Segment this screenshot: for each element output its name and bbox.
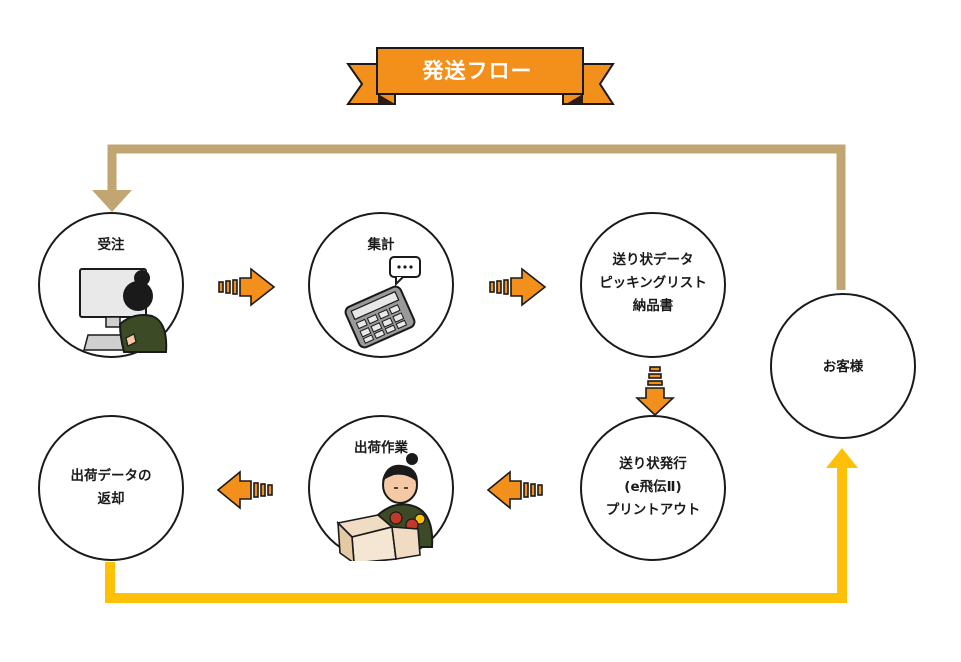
node-shipping-label: 出荷作業 [354, 440, 408, 456]
node-docs-line-3: 納品書 [632, 298, 674, 314]
loop-arrowhead-down [92, 190, 132, 212]
node-return-data-label: 出荷データの 返却 [40, 465, 182, 511]
node-label-issue-line-3: プリントアウト [605, 502, 701, 518]
node-customer: お客様 [770, 293, 916, 439]
person-at-computer-icon [79, 268, 168, 353]
node-label-issue-line-1: 送り状発行 [619, 456, 687, 472]
node-order-label: 受注 [97, 237, 125, 253]
loop-line-top [107, 144, 846, 290]
page-title: 発送フロー [422, 59, 533, 83]
node-docs-label: 送り状データ ピッキングリスト 納品書 [582, 249, 724, 318]
node-return-data-line-1: 出荷データの [70, 468, 152, 484]
node-tally-label: 集計 [367, 237, 395, 253]
person-packing-boxes-icon [336, 453, 434, 561]
node-shipping: 出荷作業 [308, 415, 454, 561]
calculator-icon [344, 256, 421, 349]
node-docs-line-1: 送り状データ [612, 252, 694, 268]
node-label-issue: 送り状発行 (e飛伝Ⅱ) プリントアウト [580, 415, 726, 561]
node-customer-label: お客様 [822, 359, 864, 375]
arrow-down [634, 366, 676, 417]
arrow-left-1 [486, 470, 543, 510]
node-label-issue-label: 送り状発行 (e飛伝Ⅱ) プリントアウト [582, 453, 724, 522]
node-docs-line-2: ピッキングリスト [599, 275, 707, 291]
node-return-data: 出荷データの 返却 [38, 415, 184, 561]
node-order: 受注 [38, 212, 184, 358]
node-docs: 送り状データ ピッキングリスト 納品書 [580, 212, 726, 358]
loop-line-bottom [105, 466, 847, 603]
loop-arrowhead-up [826, 448, 858, 468]
arrow-left-2 [216, 470, 273, 510]
arrow-right-2 [489, 267, 547, 307]
arrow-right-1 [218, 267, 276, 307]
node-label-issue-line-2: (e飛伝Ⅱ) [624, 479, 682, 495]
node-return-data-line-2: 返却 [97, 491, 125, 507]
node-tally: 集計 [308, 212, 454, 358]
